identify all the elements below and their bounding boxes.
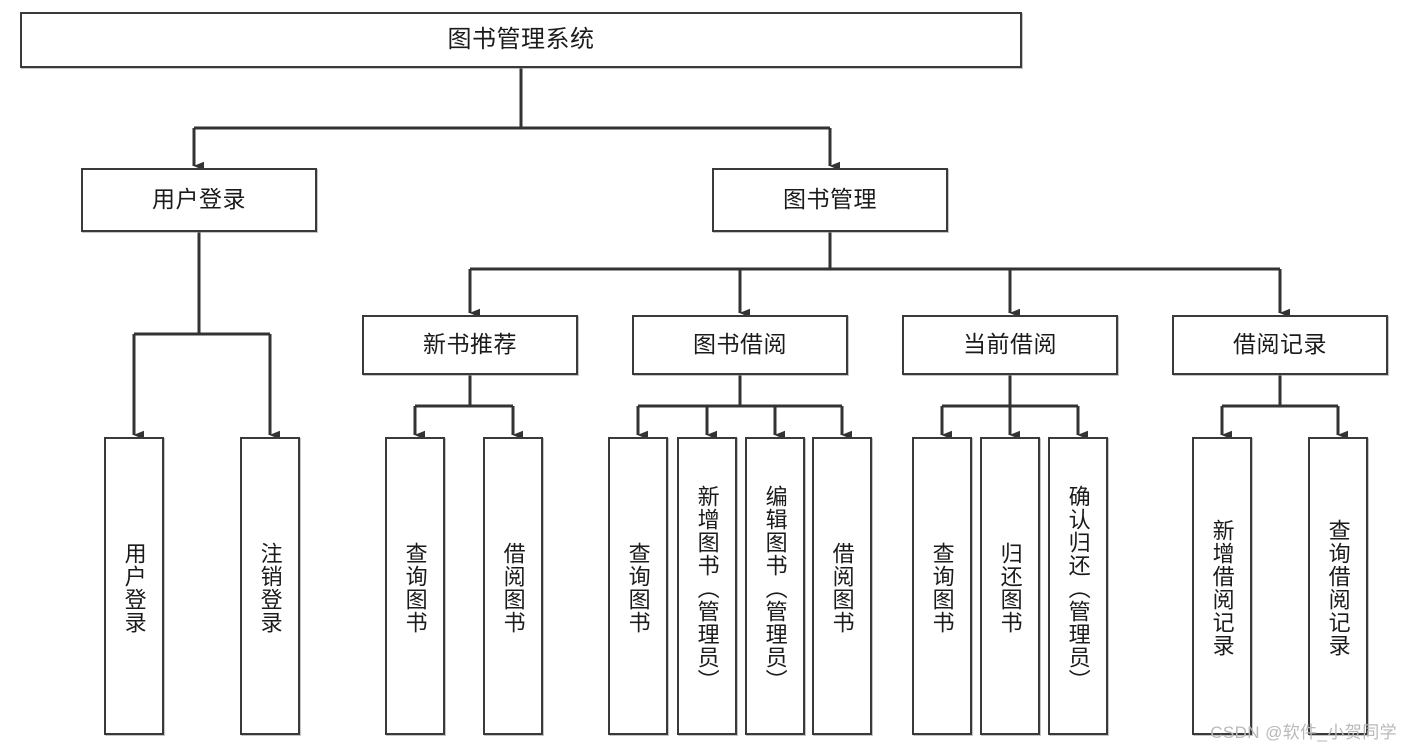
node-current-borrow[interactable]: 当前借阅 [902, 315, 1118, 375]
leaf-user-login-signin[interactable]: 用户登录 [104, 437, 164, 735]
leaf-current-borrow-confirm-return[interactable]: 确认归还（管理员） [1048, 437, 1108, 735]
node-book-management-label: 图书管理 [783, 186, 877, 213]
node-user-login-label: 用户登录 [152, 186, 246, 213]
node-borrow-record-label: 借阅记录 [1233, 331, 1327, 358]
node-new-book-recommend-label: 新书推荐 [423, 331, 517, 358]
node-root-label: 图书管理系统 [447, 25, 595, 53]
leaf-new-book-query[interactable]: 查询图书 [385, 437, 445, 735]
leaf-new-book-borrow-label: 借阅图书 [500, 542, 526, 634]
node-book-borrow[interactable]: 图书借阅 [632, 315, 848, 375]
leaf-user-login-signin-label: 用户登录 [121, 542, 147, 634]
leaf-user-login-signout[interactable]: 注销登录 [240, 437, 300, 735]
leaf-book-borrow-edit-label: 编辑图书（管理员） [762, 484, 788, 692]
leaf-book-borrow-lend-label: 借阅图书 [829, 542, 855, 634]
node-root[interactable]: 图书管理系统 [20, 12, 1022, 68]
node-new-book-recommend[interactable]: 新书推荐 [362, 315, 578, 375]
leaf-book-borrow-edit[interactable]: 编辑图书（管理员） [745, 437, 805, 735]
leaf-current-borrow-query-label: 查询图书 [929, 542, 955, 634]
leaf-book-borrow-add-label: 新增图书（管理员） [694, 484, 720, 692]
leaf-book-borrow-query[interactable]: 查询图书 [608, 437, 668, 735]
leaf-book-borrow-add[interactable]: 新增图书（管理员） [677, 437, 737, 735]
leaf-book-borrow-lend[interactable]: 借阅图书 [812, 437, 872, 735]
leaf-borrow-record-add[interactable]: 新增借阅记录 [1192, 437, 1252, 735]
leaf-current-borrow-confirm-return-label: 确认归还（管理员） [1065, 484, 1091, 692]
leaf-current-borrow-return-label: 归还图书 [997, 542, 1023, 634]
leaf-borrow-record-query-label: 查询借阅记录 [1325, 519, 1351, 657]
node-book-borrow-label: 图书借阅 [693, 331, 787, 358]
node-current-borrow-label: 当前借阅 [963, 331, 1057, 358]
leaf-new-book-borrow[interactable]: 借阅图书 [483, 437, 543, 735]
node-borrow-record[interactable]: 借阅记录 [1172, 315, 1388, 375]
leaf-user-login-signout-label: 注销登录 [257, 542, 283, 634]
csdn-watermark: CSDN @软件_小贺同学 [1210, 723, 1397, 742]
leaf-book-borrow-query-label: 查询图书 [625, 542, 651, 634]
node-user-login[interactable]: 用户登录 [81, 168, 317, 232]
leaf-borrow-record-query[interactable]: 查询借阅记录 [1308, 437, 1368, 735]
leaf-new-book-query-label: 查询图书 [402, 542, 428, 634]
leaf-borrow-record-add-label: 新增借阅记录 [1209, 519, 1235, 657]
node-book-management[interactable]: 图书管理 [712, 168, 948, 232]
leaf-current-borrow-query[interactable]: 查询图书 [912, 437, 972, 735]
leaf-current-borrow-return[interactable]: 归还图书 [980, 437, 1040, 735]
